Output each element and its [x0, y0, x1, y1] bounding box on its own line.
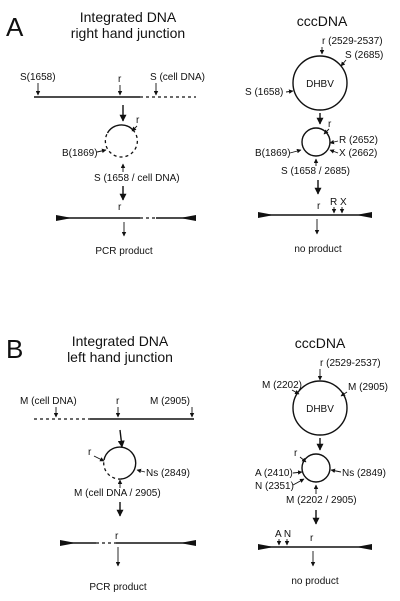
panel-b-left-title-line1: Integrated DNA [72, 333, 169, 349]
result-no-product: no product [294, 244, 341, 255]
panel-b-label: B [6, 334, 23, 364]
linear-label-r-ccc-b: r [310, 533, 314, 544]
label-s-junction: S (1658 / cell DNA) [94, 173, 180, 184]
primer-reverse-arrow-b [180, 540, 196, 546]
label-dhbv: DHBV [306, 79, 334, 90]
label-m-junction-ccc: M (2202 / 2905) [286, 495, 357, 506]
label-s-1658: S(1658) [20, 72, 56, 83]
linear-label-r-b: r [115, 531, 119, 542]
circle-label-r-ccc: r [328, 119, 332, 130]
label-an: A N [275, 529, 291, 540]
linear-label-r: r [118, 202, 122, 213]
panel-a-right-title: cccDNA [297, 13, 348, 29]
label-b-1869: B(1869) [62, 148, 98, 159]
label-s-2685: S (2685) [345, 50, 383, 61]
label-m-2202: M (2202) [262, 380, 302, 391]
circle-b-left-dashed [103, 459, 122, 480]
label-ns-2849-ccc: Ns (2849) [342, 468, 386, 479]
label-r-b: r [116, 396, 120, 407]
dhbv-circle-b [292, 380, 348, 436]
label-n-2351: N (2351) [255, 481, 294, 492]
label-m-junction: M (cell DNA / 2905) [74, 488, 161, 499]
circle-b-left-solid [103, 446, 137, 480]
circle-a-left-dashed [104, 129, 138, 158]
panel-b-left-title-line2: left hand junction [67, 349, 173, 365]
panel-a-left-title-line1: Integrated DNA [80, 9, 177, 25]
panel-a-label: A [6, 12, 24, 42]
label-m-2905-ccc: M (2905) [348, 382, 388, 393]
result-no-product-b: no product [291, 576, 338, 587]
label-m-2905: M (2905) [150, 396, 190, 407]
label-ns-2849: Ns (2849) [146, 468, 190, 479]
label-s-cell-dna: S (cell DNA) [150, 72, 205, 83]
primer-reverse-arrow-ccc [356, 212, 372, 218]
label-s-1658-ccc: S (1658) [245, 87, 283, 98]
label-rx: R X [330, 197, 347, 208]
label-a-2410: A (2410) [255, 468, 293, 479]
circle-label-r-ccc-b: r [294, 448, 298, 459]
label-m-cell-dna: M (cell DNA) [20, 396, 77, 407]
dhbv-circle-a [292, 55, 348, 111]
label-r-range-b: r (2529-2537) [320, 358, 381, 369]
label-r-2652: R (2652) [339, 135, 378, 146]
primer-reverse-arrow-ccc-b [356, 544, 372, 550]
label-r: r [118, 74, 122, 85]
label-s-junction-ccc: S (1658 / 2685) [281, 166, 350, 177]
circle-label-r: r [136, 115, 140, 126]
circle-a-left-solid [106, 124, 134, 134]
result-pcr-product: PCR product [95, 246, 152, 257]
label-b-1869-ccc: B(1869) [255, 148, 291, 159]
panel-b-right-title: cccDNA [295, 335, 346, 351]
linear-label-r-ccc: r [317, 201, 321, 212]
label-dhbv-b: DHBV [306, 404, 334, 415]
label-x-2662: X (2662) [339, 148, 377, 159]
panel-a-left-title-line2: right hand junction [71, 25, 185, 41]
circle-b-right [301, 453, 331, 483]
circle-label-r-b: r [88, 447, 92, 458]
primer-reverse-arrow [180, 215, 196, 221]
result-pcr-product-b: PCR product [89, 582, 146, 593]
label-r-range: r (2529-2537) [322, 36, 383, 47]
